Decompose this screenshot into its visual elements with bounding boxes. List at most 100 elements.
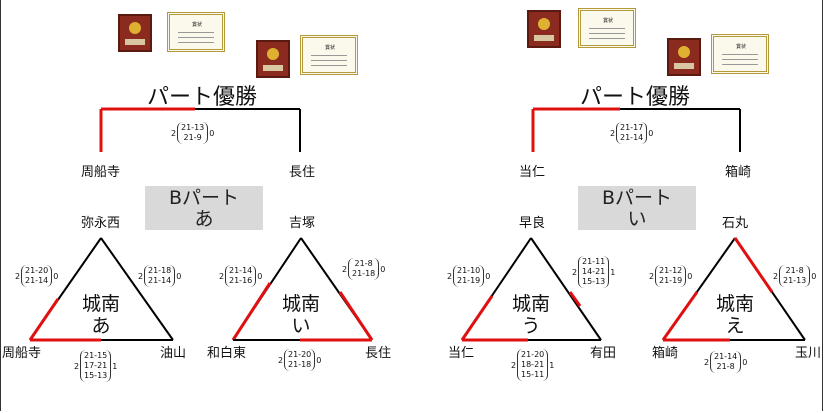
sets-right: 0 bbox=[316, 355, 322, 365]
certificate-icon: 賞状 bbox=[167, 12, 225, 52]
game-score: 21-18 bbox=[148, 266, 172, 275]
sets-right: 0 bbox=[257, 271, 263, 281]
group-hub-label: 城南 い bbox=[281, 293, 320, 337]
sets-right: 1 bbox=[610, 267, 616, 277]
game-score: 21-10 bbox=[457, 266, 481, 275]
tri-edge-right-win bbox=[338, 291, 374, 341]
sets-left: 2 bbox=[648, 271, 655, 281]
certificate-icon: 賞状 bbox=[578, 8, 636, 48]
group-hub-label: 城南 え bbox=[715, 293, 754, 337]
game-score: 21-14 bbox=[25, 276, 49, 285]
game-score: 21-20 bbox=[288, 350, 312, 359]
tri-edge-left-win bbox=[231, 282, 272, 341]
final-team-left: 周船寺 bbox=[81, 165, 121, 180]
part-label: Bパート い bbox=[578, 186, 696, 230]
team-bottom-right: 玉川 bbox=[795, 346, 822, 361]
certificate-icon: 賞状 bbox=[711, 34, 769, 74]
group-hub-label: 城南 う bbox=[511, 293, 550, 337]
trophy-plaque-icon bbox=[118, 14, 152, 52]
team-bottom-left: 和白東 bbox=[207, 346, 247, 361]
sets-left: 2 bbox=[571, 267, 578, 277]
part-title: パート優勝 bbox=[580, 85, 691, 110]
team-bottom-left: 箱崎 bbox=[652, 346, 679, 361]
sets-left: 2 bbox=[277, 355, 284, 365]
team-bottom-right: 長住 bbox=[365, 346, 392, 361]
game-score: 18-21 bbox=[521, 360, 545, 369]
sets-left: 2 bbox=[170, 128, 177, 138]
sets-right: 0 bbox=[687, 271, 693, 281]
tri-edge-left-win bbox=[460, 295, 494, 341]
sets-right: 0 bbox=[209, 128, 215, 138]
tri-edge-right bbox=[100, 237, 174, 341]
trophy-plaque-icon bbox=[527, 10, 561, 48]
sets-right: 0 bbox=[485, 271, 491, 281]
part-title: パート優勝 bbox=[147, 85, 258, 110]
game-score: 17-21 bbox=[84, 361, 108, 370]
sets-right: 0 bbox=[380, 264, 386, 274]
tri-edge-right-win bbox=[568, 291, 582, 307]
certificate-icon: 賞状 bbox=[300, 35, 358, 75]
game-score: 21-12 bbox=[659, 266, 683, 275]
tri-edge-left-win bbox=[28, 298, 60, 341]
trophy-plaque-icon bbox=[667, 38, 701, 76]
game-score: 21-19 bbox=[659, 276, 683, 285]
game-score: 21-13 bbox=[181, 123, 205, 132]
group-hub-label: 城南 あ bbox=[81, 293, 120, 337]
final-team-right: 長住 bbox=[289, 165, 316, 180]
game-score: 21-11 bbox=[582, 257, 606, 266]
sets-left: 2 bbox=[772, 271, 779, 281]
game-score: 21-8 bbox=[785, 266, 804, 275]
sets-right: 1 bbox=[549, 360, 555, 370]
part-label-text: Bパート あ bbox=[168, 187, 240, 230]
game-score: 21-20 bbox=[521, 350, 545, 359]
game-score: 15-11 bbox=[521, 370, 545, 379]
game-score: 15-13 bbox=[84, 371, 108, 380]
team-bottom-right: 油山 bbox=[160, 346, 187, 361]
final-team-right: 箱崎 bbox=[725, 165, 752, 180]
sets-left: 2 bbox=[341, 264, 348, 274]
game-score: 14-21 bbox=[582, 267, 606, 276]
game-score: 21-8 bbox=[716, 362, 735, 371]
game-score: 21-14 bbox=[620, 133, 644, 142]
team-bottom-left: 当仁 bbox=[448, 346, 475, 361]
sets-right: 0 bbox=[742, 357, 748, 367]
sets-left: 2 bbox=[609, 128, 616, 138]
team-top: 早良 bbox=[519, 216, 546, 231]
game-score: 21-14 bbox=[229, 266, 253, 275]
sets-left: 2 bbox=[137, 271, 144, 281]
sets-left: 2 bbox=[218, 271, 225, 281]
part-label-text: Bパート い bbox=[601, 187, 673, 230]
game-score: 21-18 bbox=[352, 269, 376, 278]
game-score: 21-20 bbox=[25, 266, 49, 275]
sets-left: 2 bbox=[703, 357, 710, 367]
sets-left: 2 bbox=[14, 271, 21, 281]
sets-left: 2 bbox=[446, 271, 453, 281]
team-bottom-left: 周船寺 bbox=[2, 346, 42, 361]
trophy-plaque-icon bbox=[256, 40, 290, 78]
team-top: 石丸 bbox=[722, 216, 749, 231]
team-bottom-right: 有田 bbox=[590, 346, 617, 361]
team-top: 吉塚 bbox=[289, 216, 316, 231]
sets-left: 2 bbox=[510, 360, 517, 370]
part-label: Bパート あ bbox=[145, 186, 263, 230]
sets-right: 1 bbox=[112, 361, 118, 371]
tri-edge-left-win bbox=[661, 291, 699, 341]
sets-right: 0 bbox=[648, 128, 654, 138]
game-score: 21-19 bbox=[457, 276, 481, 285]
game-score: 21-8 bbox=[354, 259, 373, 268]
